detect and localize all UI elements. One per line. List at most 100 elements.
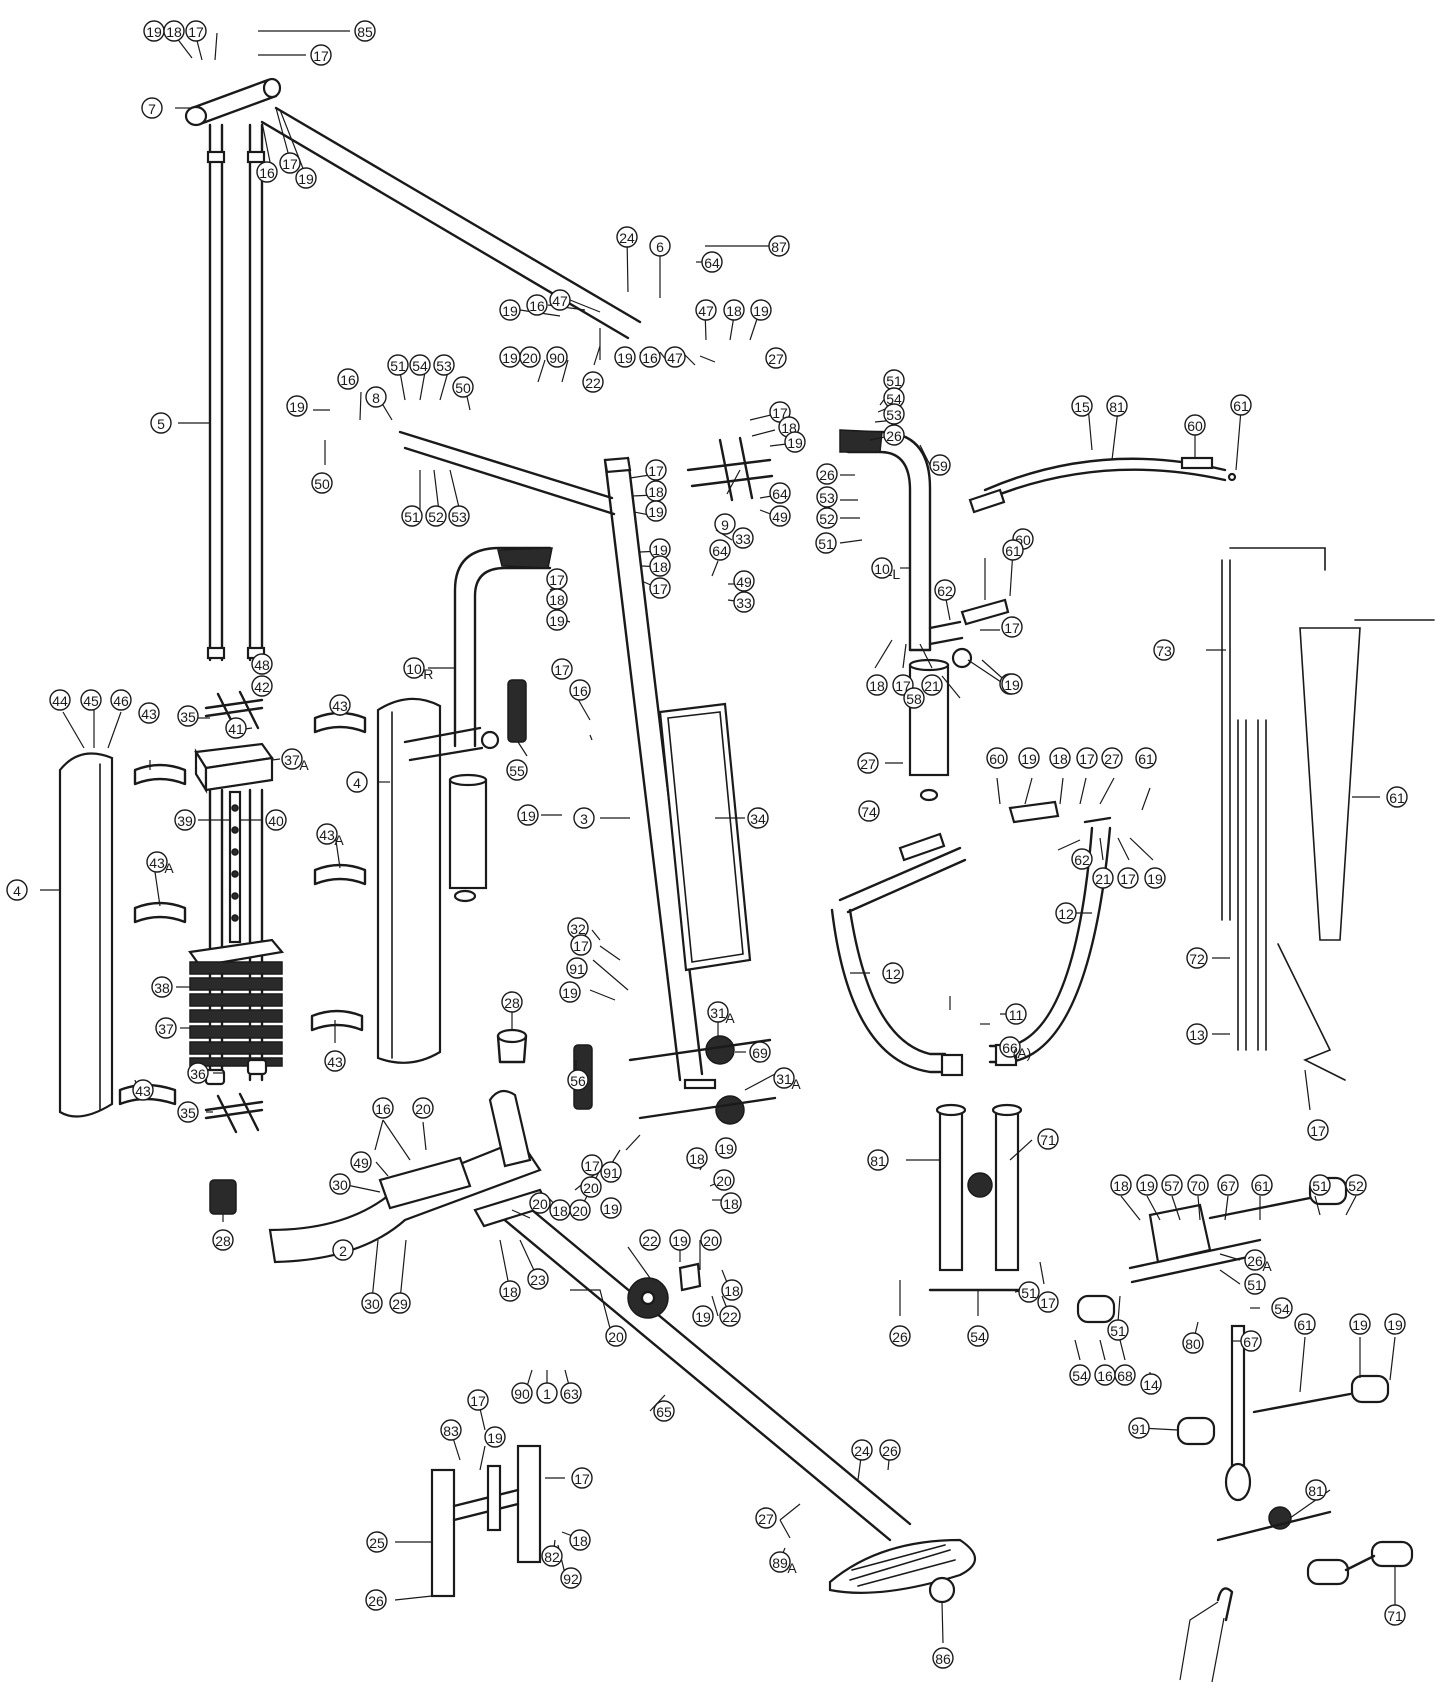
callout-number: 4 xyxy=(353,775,361,791)
callout-number: 49 xyxy=(353,1155,369,1171)
callout-number: 19 xyxy=(603,1201,619,1217)
callout-number: 60 xyxy=(989,751,1005,767)
part-callout: 51 xyxy=(1244,1273,1266,1295)
part-callout: 5 xyxy=(150,412,172,434)
callout-circle xyxy=(212,1229,234,1251)
callout-number: 59 xyxy=(932,458,948,474)
callout-circle xyxy=(695,299,717,321)
part-callout: 17 xyxy=(1037,1291,1059,1313)
part-callout: 51 xyxy=(883,369,905,391)
callout-circle xyxy=(649,577,671,599)
callout-number: 19 xyxy=(718,1141,734,1157)
part-callout: 16 xyxy=(372,1097,394,1119)
part-callout: 85 xyxy=(354,20,376,42)
callout-circle xyxy=(1135,747,1157,769)
callout-number: 49 xyxy=(736,574,752,590)
part-callout: 21 xyxy=(921,674,943,696)
part-callout: 19 xyxy=(143,20,165,42)
callout-number: 68 xyxy=(1117,1368,1133,1384)
callout-circle xyxy=(851,1439,873,1461)
callout-circle xyxy=(265,809,287,831)
part-callout: 26 xyxy=(365,1589,387,1611)
callout-circle xyxy=(372,1097,394,1119)
part-callout: 34 xyxy=(747,807,769,829)
part-callout: 74 xyxy=(858,800,880,822)
part-callout: 32 xyxy=(567,917,589,939)
part-callout: 39 xyxy=(174,809,196,831)
callout-number: 33 xyxy=(736,595,752,611)
callout-number: 65 xyxy=(656,1404,672,1420)
callout-number: 22 xyxy=(722,1309,738,1325)
upright-pulleys xyxy=(628,1035,777,1125)
top-bracket xyxy=(686,436,774,502)
part-callout: 21 xyxy=(1092,867,1114,889)
callout-number: 17 xyxy=(584,1158,600,1174)
part-callout: 64 xyxy=(709,539,731,561)
callout-number: 20 xyxy=(703,1233,719,1249)
part-callout: 36 xyxy=(187,1062,209,1084)
callout-number: 19 xyxy=(502,350,518,366)
callout-circle xyxy=(1117,867,1139,889)
callout-number: 27 xyxy=(758,1511,774,1527)
callout-number: 51 xyxy=(886,373,902,389)
callout-number: 63 xyxy=(563,1386,579,1402)
part-callout: 25 xyxy=(366,1531,388,1553)
leg-curl-arms xyxy=(830,800,1112,1074)
callout-circle xyxy=(1345,1174,1367,1196)
part-callout: 17 xyxy=(185,20,207,42)
callout-circle xyxy=(1386,786,1408,808)
callout-number: 33 xyxy=(735,531,751,547)
part-callout: 44 xyxy=(49,689,71,711)
part-callout: 12 xyxy=(1055,902,1077,924)
callout-circle xyxy=(501,991,523,1013)
callout-number: 54 xyxy=(412,358,428,374)
callout-number: 17 xyxy=(772,405,788,421)
part-callout: 20 xyxy=(713,1169,735,1191)
part-callout: 20 xyxy=(605,1325,627,1347)
part-callout: 66(A) xyxy=(999,1036,1031,1061)
part-callout: 69 xyxy=(749,1041,771,1063)
callout-circle xyxy=(720,1192,742,1214)
part-callout: 11 xyxy=(1005,1003,1027,1025)
callout-suffix: A xyxy=(1262,1258,1272,1274)
part-callout: 91 xyxy=(600,1161,622,1183)
part-callout: 18 xyxy=(686,1147,708,1169)
part-callout: 20 xyxy=(519,346,541,368)
part-callout: 23 xyxy=(527,1268,549,1290)
callout-circle xyxy=(499,299,521,321)
callout-circle xyxy=(141,97,163,119)
callout-number: 19 xyxy=(652,542,668,558)
callout-circle xyxy=(425,505,447,527)
back-pad xyxy=(658,702,752,972)
callout-number: 51 xyxy=(818,536,834,552)
callout-circle xyxy=(354,20,376,42)
callout-circle xyxy=(1005,1003,1027,1025)
part-callout: 17 xyxy=(645,459,667,481)
part-callout: 49 xyxy=(733,570,755,592)
part-callout: 18 xyxy=(1049,747,1071,769)
part-callout: 49 xyxy=(350,1151,372,1173)
callout-circle xyxy=(719,1305,741,1327)
callout-number: 51 xyxy=(390,358,406,374)
callout-circle xyxy=(1001,673,1023,695)
callout-number: 32 xyxy=(570,921,586,937)
part-callout: 26 xyxy=(879,1439,901,1461)
callout-number: 31 xyxy=(710,1005,726,1021)
part-callout: 53 xyxy=(448,505,470,527)
part-callout: 19 xyxy=(614,346,636,368)
callout-circle xyxy=(883,403,905,425)
callout-number: 23 xyxy=(530,1272,546,1288)
callout-number: 40 xyxy=(268,813,284,829)
callout-circle xyxy=(1110,1174,1132,1196)
callout-circle xyxy=(639,1229,661,1251)
part-callout: 48 xyxy=(251,653,273,675)
callout-circle xyxy=(526,294,548,316)
callout-number: 81 xyxy=(1109,399,1125,415)
callout-number: 37 xyxy=(284,752,300,768)
callout-number: 17 xyxy=(1004,620,1020,636)
part-callout: 53 xyxy=(816,486,838,508)
callout-number: 17 xyxy=(1079,751,1095,767)
callout-number: 64 xyxy=(712,543,728,559)
